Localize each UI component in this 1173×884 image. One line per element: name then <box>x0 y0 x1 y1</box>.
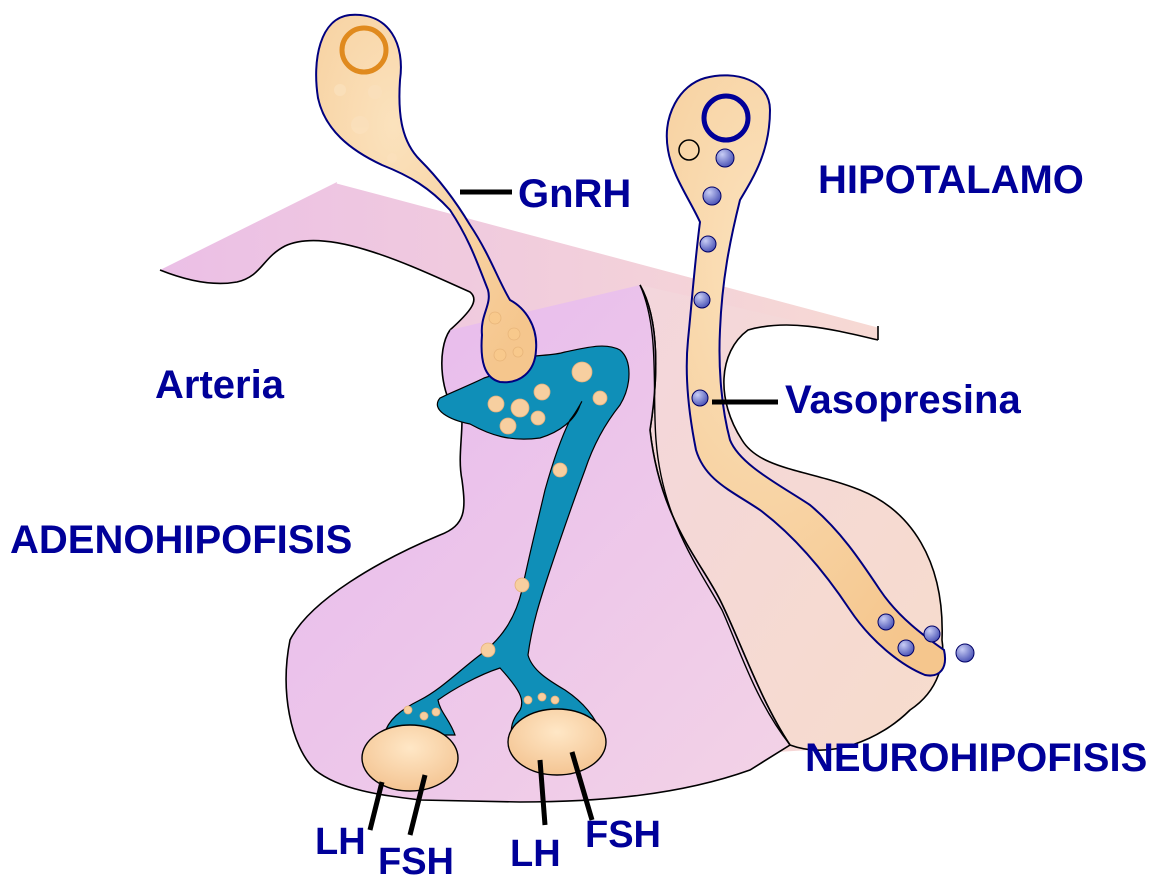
label-vasopresina: Vasopresina <box>785 380 1021 420</box>
label-gnrh: GnRH <box>518 174 631 214</box>
label-neurohipofisis: NEUROHIPOFISIS <box>805 738 1147 778</box>
label-fsh-left: FSH <box>378 843 454 881</box>
gonadotroph-cell-left <box>362 725 458 791</box>
label-lh-right: LH <box>510 835 561 873</box>
label-lh-left: LH <box>315 823 366 861</box>
label-arteria: Arteria <box>155 365 284 405</box>
gonadotroph-cell-right <box>508 709 606 775</box>
label-fsh-right: FSH <box>585 816 661 854</box>
label-adenohipofisis: ADENOHIPOFISIS <box>10 520 352 560</box>
label-hipotalamo: HIPOTALAMO <box>818 160 1084 200</box>
